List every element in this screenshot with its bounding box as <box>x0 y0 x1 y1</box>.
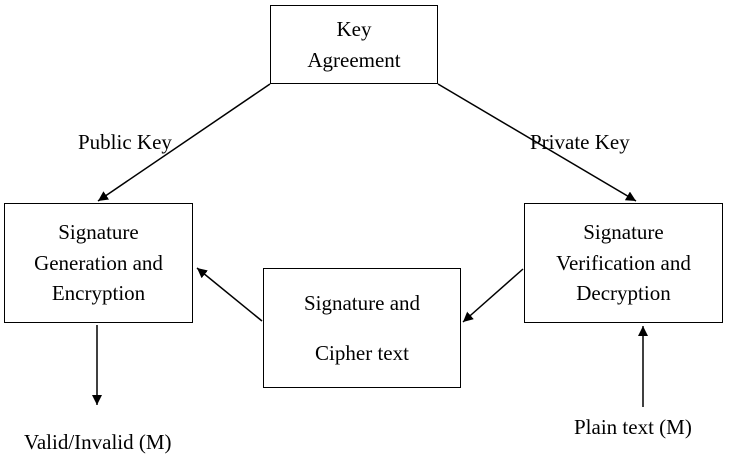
signature-generation-line-3: Encryption <box>51 281 146 306</box>
key-agreement-box: Key Agreement <box>270 5 438 84</box>
edge-verification-to-cipher <box>462 268 524 323</box>
private-key-label: Private Key <box>530 130 630 154</box>
edge-cipher-to-generation <box>196 267 263 322</box>
signature-verification-line-1: Signature <box>583 220 664 245</box>
key-agreement-line-1: Key <box>336 17 372 42</box>
signature-verification-line-3: Decryption <box>576 281 671 306</box>
valid-invalid-label: Valid/Invalid (M) <box>24 430 172 454</box>
signature-cipher-line-1: Signature and <box>303 290 421 315</box>
signature-generation-line-2: Generation and <box>34 250 163 275</box>
signature-cipher-box: Signature and Cipher text <box>263 268 461 388</box>
signature-generation-line-1: Signature <box>58 220 139 245</box>
signature-verification-line-2: Verification and <box>556 250 691 275</box>
signature-generation-box: Signature Generation and Encryption <box>4 203 193 323</box>
edge-key-to-verification <box>437 83 637 202</box>
key-agreement-line-2: Agreement <box>307 47 401 72</box>
signature-cipher-line-2: Cipher text <box>315 341 409 365</box>
edge-key-to-generation <box>97 83 271 202</box>
plain-text-label: Plain text (M) <box>574 415 692 439</box>
signature-verification-box: Signature Verification and Decryption <box>524 203 723 323</box>
public-key-label: Public Key <box>78 130 172 154</box>
